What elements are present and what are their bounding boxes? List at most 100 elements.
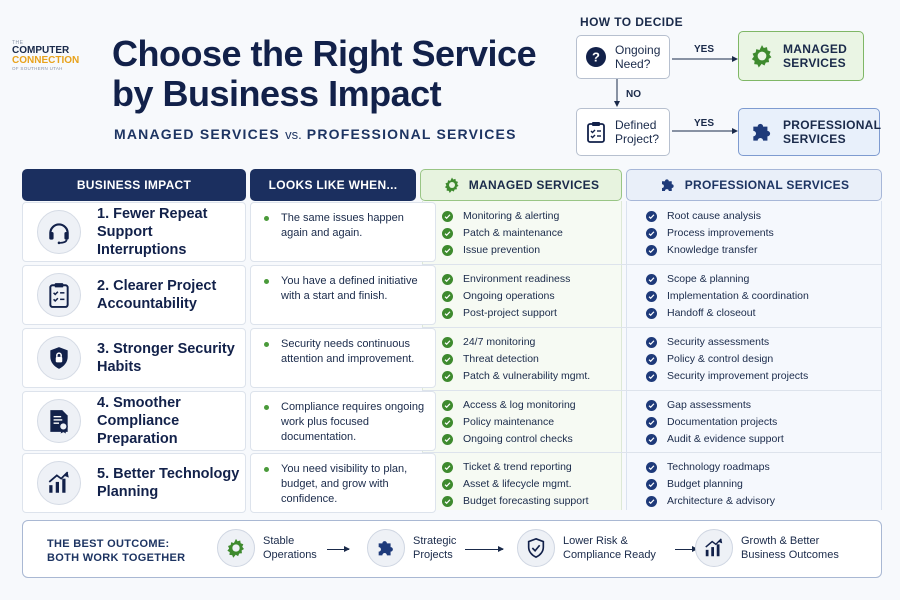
impact-title: 2. Clearer Project Accountability (97, 278, 217, 312)
logo-line-4: OF SOUTHERN UTAH (12, 66, 63, 71)
header-professional-label: PROFESSIONAL SERVICES (684, 178, 850, 192)
step-icon-wrap (517, 529, 555, 567)
impact-title: 4. Smoother Compliance Preparation (97, 395, 181, 447)
looks-like-cell: Security needs continuous attention and … (250, 328, 436, 388)
professional-item: Process improvements (646, 225, 774, 242)
managed-item: Asset & lifecycle mgmt. (442, 476, 589, 493)
certificate-icon (37, 399, 81, 443)
page-title: Choose the Right Service by Business Imp… (112, 33, 537, 114)
professional-item: Documentation projects (646, 414, 784, 431)
looks-like-cell: You need visibility to plan, budget, and… (250, 453, 436, 513)
impact-title: 1. Fewer Repeat Support Interruptions (97, 206, 208, 258)
professional-item-text: Policy & control design (667, 353, 774, 365)
flow-arrow (675, 546, 698, 552)
managed-item: Monitoring & alerting (442, 208, 563, 225)
managed-item: Ongoing operations (442, 288, 570, 305)
gear-icon (227, 538, 244, 558)
result-professional-text: PROFESSIONAL SERVICES (783, 118, 882, 146)
managed-item-text: Ongoing control checks (463, 433, 573, 445)
best-outcome-banner: THE BEST OUTCOME: BOTH WORK TOGETHER Sta… (22, 520, 882, 578)
check-icon (442, 274, 453, 285)
yes-arrow-2 (672, 128, 738, 134)
decision-ongoing-need: ? Ongoing Need? (576, 35, 670, 79)
professional-item: Handoff & closeout (646, 305, 809, 322)
check-icon (646, 462, 657, 473)
looks-like-cell: You have a defined initiative with a sta… (250, 265, 436, 325)
managed-column-panel (422, 201, 622, 510)
check-icon (442, 228, 453, 239)
professional-column-panel (626, 201, 882, 510)
professional-item-text: Documentation projects (667, 416, 778, 428)
header-business-impact: BUSINESS IMPACT (22, 169, 246, 201)
company-logo: THE COMPUTER CONNECTION OF SOUTHERN UTAH (12, 40, 98, 71)
managed-item-text: Environment readiness (463, 273, 571, 285)
professional-item-text: Security improvement projects (667, 370, 809, 382)
managed-item-text: Ongoing operations (463, 290, 555, 302)
looks-like-cell: The same issues happen again and again. (250, 202, 436, 262)
professional-item: Gap assessments (646, 397, 784, 414)
row-divider (422, 452, 882, 453)
step-label-2: Operations (263, 549, 317, 561)
bullet-dot (264, 405, 269, 410)
header-managed-services: MANAGED SERVICES (420, 169, 622, 201)
professional-item-text: Process improvements (667, 227, 774, 239)
no-label: NO (626, 89, 641, 100)
managed-item: Environment readiness (442, 271, 570, 288)
professional-item-text: Handoff & closeout (667, 307, 756, 319)
professional-item: Security improvement projects (646, 368, 808, 385)
managed-item-text: Patch & vulnerability mgmt. (463, 370, 591, 382)
best-outcome-lead: THE BEST OUTCOME: BOTH WORK TOGETHER (47, 537, 185, 565)
check-icon (442, 337, 453, 348)
bullet-dot (264, 342, 269, 347)
check-icon (442, 354, 453, 365)
result-managed-text: MANAGED SERVICES (783, 42, 848, 70)
decision-defined-project: Defined Project? (576, 108, 670, 156)
logo-line-3: CONNECTION (12, 55, 80, 66)
professional-item: Scope & planning (646, 271, 809, 288)
managed-item: Access & log monitoring (442, 397, 576, 414)
step-label-1: Stable (263, 535, 295, 547)
looks-like-text: Security needs continuous attention and … (281, 338, 415, 365)
flow-arrow (465, 546, 504, 552)
managed-item: Ticket & trend reporting (442, 459, 589, 476)
managed-item-text: Asset & lifecycle mgmt. (463, 478, 572, 490)
bullet-dot (264, 279, 269, 284)
professional-item-text: Technology roadmaps (667, 461, 770, 473)
decide-title: HOW TO DECIDE (580, 15, 683, 29)
table-row: 5. Better Technology Planning You need v… (22, 453, 882, 513)
managed-item-text: Threat detection (463, 353, 539, 365)
check-icon (646, 308, 657, 319)
impact-cell: 5. Better Technology Planning (22, 453, 246, 513)
step-icon-wrap (695, 529, 733, 567)
managed-item-text: Post-project support (463, 307, 557, 319)
shield-icon (527, 537, 545, 559)
managed-item: Threat detection (442, 351, 590, 368)
check-icon (646, 417, 657, 428)
managed-item: Post-project support (442, 305, 570, 322)
check-icon (646, 434, 657, 445)
professional-item: Implementation & coordination (646, 288, 809, 305)
yes-arrow-1 (672, 56, 738, 62)
professional-item-text: Knowledge transfer (667, 244, 758, 256)
table-row: 1. Fewer Repeat Support Interruptions Th… (22, 202, 882, 262)
best-outcome-lead-1: THE BEST OUTCOME: (47, 538, 170, 550)
check-icon (442, 462, 453, 473)
managed-item: Policy maintenance (442, 414, 576, 431)
check-icon (646, 400, 657, 411)
step-icon-wrap (367, 529, 405, 567)
growth-chart-icon (37, 461, 81, 505)
check-icon (646, 371, 657, 382)
managed-item: Patch & maintenance (442, 225, 563, 242)
managed-item-text: Budget forecasting support (463, 495, 589, 507)
professional-item-text: Gap assessments (667, 399, 752, 411)
check-icon (442, 371, 453, 382)
row-divider (422, 264, 882, 265)
looks-like-text: Compliance requires ongoing work plus fo… (281, 401, 425, 443)
professional-item-text: Security assessments (667, 336, 770, 348)
